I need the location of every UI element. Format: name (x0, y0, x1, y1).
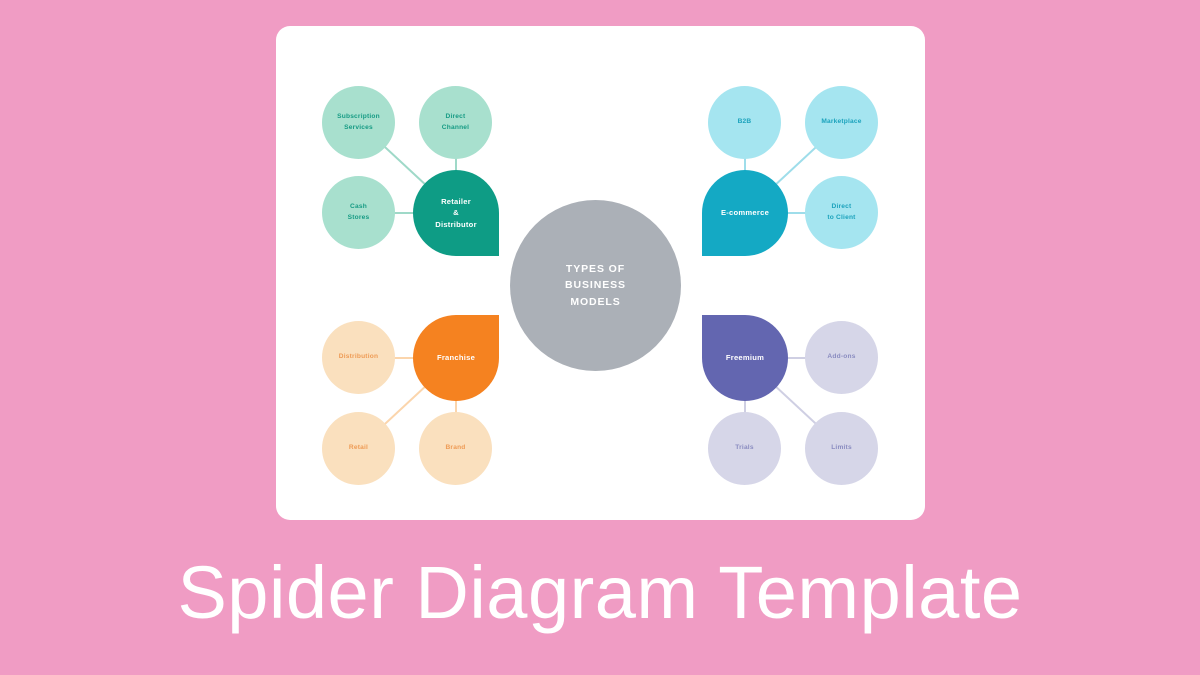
leaf-node-add-ons[interactable]: Add-ons (805, 321, 878, 394)
leaf-node-label: Marketplace (821, 118, 862, 126)
leaf-node-limits[interactable]: Limits (805, 412, 878, 485)
branch-hub-franchise[interactable]: Franchise (413, 315, 499, 401)
spider-diagram: TYPES OF BUSINESS MODELS Retailer & Dist… (276, 26, 925, 520)
leaf-node-subscription-services[interactable]: Subscription Services (322, 86, 395, 159)
leaf-node-cash-stores[interactable]: Cash Stores (322, 176, 395, 249)
branch-hub-freemium[interactable]: Freemium (702, 315, 788, 401)
branch-hub-label: Retailer & Distributor (435, 196, 477, 229)
leaf-node-label: Limits (831, 444, 852, 452)
leaf-node-label: Add-ons (827, 353, 856, 361)
center-node[interactable]: TYPES OF BUSINESS MODELS (510, 200, 681, 371)
leaf-node-label: Direct Channel (441, 113, 470, 131)
leaf-node-label: Direct to Client (827, 203, 856, 221)
leaf-node-b2b[interactable]: B2B (708, 86, 781, 159)
leaf-node-label: Subscription Services (337, 113, 380, 131)
page-title: Spider Diagram Template (177, 551, 1023, 634)
leaf-node-label: Brand (445, 444, 466, 452)
leaf-node-distribution[interactable]: Distribution (322, 321, 395, 394)
leaf-node-label: B2B (737, 118, 752, 126)
center-node-label: TYPES OF BUSINESS MODELS (565, 263, 626, 308)
leaf-node-label: Distribution (338, 353, 379, 361)
branch-hub-retailer-distributor[interactable]: Retailer & Distributor (413, 170, 499, 256)
branch-hub-label: Freemium (725, 353, 765, 363)
leaf-node-brand[interactable]: Brand (419, 412, 492, 485)
leaf-node-marketplace[interactable]: Marketplace (805, 86, 878, 159)
leaf-node-label: Trials (735, 444, 754, 452)
branch-hub-label: Franchise (436, 353, 476, 363)
leaf-node-retail[interactable]: Retail (322, 412, 395, 485)
leaf-node-direct-channel[interactable]: Direct Channel (419, 86, 492, 159)
branch-hub-label: E-commerce (720, 208, 770, 218)
diagram-card: TYPES OF BUSINESS MODELS Retailer & Dist… (276, 26, 925, 520)
leaf-node-label: Cash Stores (347, 203, 370, 221)
branch-hub-ecommerce[interactable]: E-commerce (702, 170, 788, 256)
leaf-node-direct-to-client[interactable]: Direct to Client (805, 176, 878, 249)
leaf-node-label: Retail (348, 444, 369, 452)
leaf-node-trials[interactable]: Trials (708, 412, 781, 485)
